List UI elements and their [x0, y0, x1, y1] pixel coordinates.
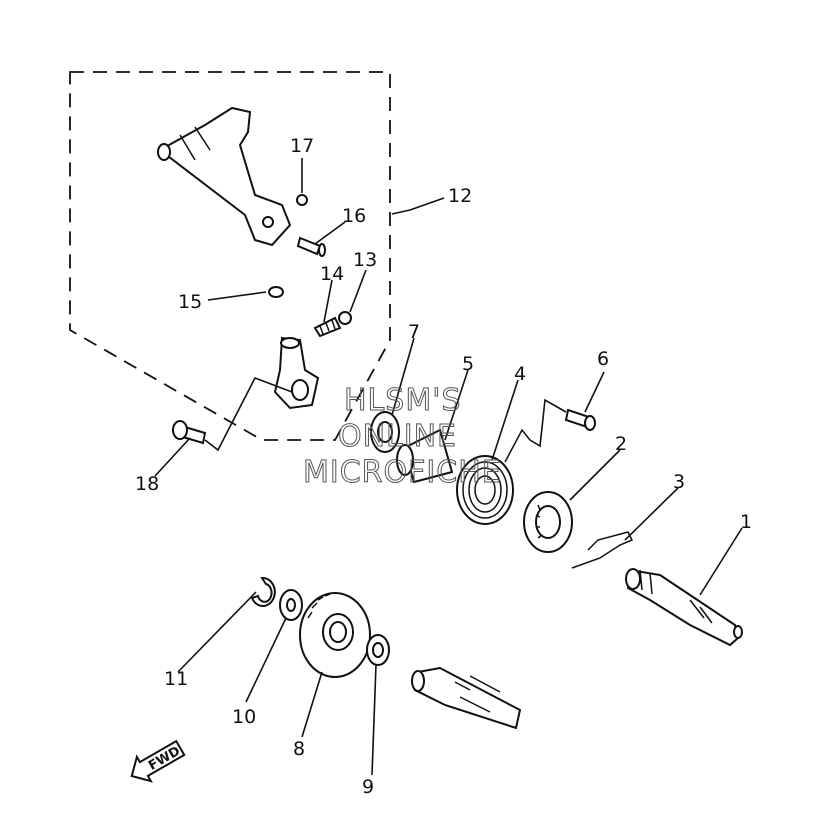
- part-2-ratchet: [523, 491, 573, 553]
- watermark-line-2: ONLINE: [338, 419, 457, 454]
- part-4-torsion-spring: [456, 428, 531, 525]
- callout-14: 14: [320, 263, 344, 285]
- callout-8: 8: [293, 738, 305, 760]
- part-15-clip: [268, 286, 284, 298]
- part-18-bolt: [172, 420, 207, 445]
- callout-6: 6: [597, 348, 609, 370]
- callout-1: 1: [740, 511, 752, 533]
- forward-direction-arrow: FWD: [130, 739, 186, 783]
- part-18-connector: [204, 376, 293, 452]
- callout-13: 13: [353, 249, 377, 271]
- callout-7: 7: [408, 321, 420, 343]
- callout-10: 10: [232, 706, 256, 728]
- callout-15: 15: [178, 291, 202, 313]
- watermark-line-1: HLSM'S: [344, 383, 462, 418]
- part-17-nut: [296, 194, 308, 206]
- part-14-spring: [313, 316, 342, 338]
- callout-17: 17: [290, 135, 314, 157]
- callout-leaders: [154, 158, 743, 776]
- callout-3: 3: [673, 471, 685, 493]
- callout-18: 18: [135, 473, 159, 495]
- part-5-guide: [396, 428, 454, 484]
- part-6-connector: [529, 398, 567, 448]
- callout-4: 4: [514, 363, 526, 385]
- part-11-circlip: [250, 576, 276, 607]
- callout-9: 9: [362, 776, 374, 798]
- callout-2: 2: [615, 433, 627, 455]
- part-7-washer: [370, 411, 400, 453]
- callout-11: 11: [164, 668, 188, 690]
- watermark: HLSM'S ONLINE MICROFICHE: [303, 383, 502, 491]
- part-13-ball: [338, 311, 352, 325]
- part-16-bolt: [296, 236, 326, 257]
- mating-shaft: [411, 666, 522, 730]
- part-3-spring-clip: [571, 531, 634, 569]
- assembly-boundary-12: [69, 71, 391, 441]
- part-1-kick-shaft: [625, 568, 743, 647]
- watermark-line-3: MICROFICHE: [303, 455, 502, 490]
- callout-12: 12: [448, 185, 472, 207]
- part-9-washer: [366, 634, 390, 666]
- kick-lever: [157, 106, 292, 247]
- callout-16: 16: [342, 205, 366, 227]
- callout-5: 5: [462, 353, 474, 375]
- part-6-pin: [564, 408, 596, 431]
- kick-boss: [273, 336, 320, 410]
- part-8-gear: [299, 592, 371, 678]
- part-10-washer: [279, 589, 303, 621]
